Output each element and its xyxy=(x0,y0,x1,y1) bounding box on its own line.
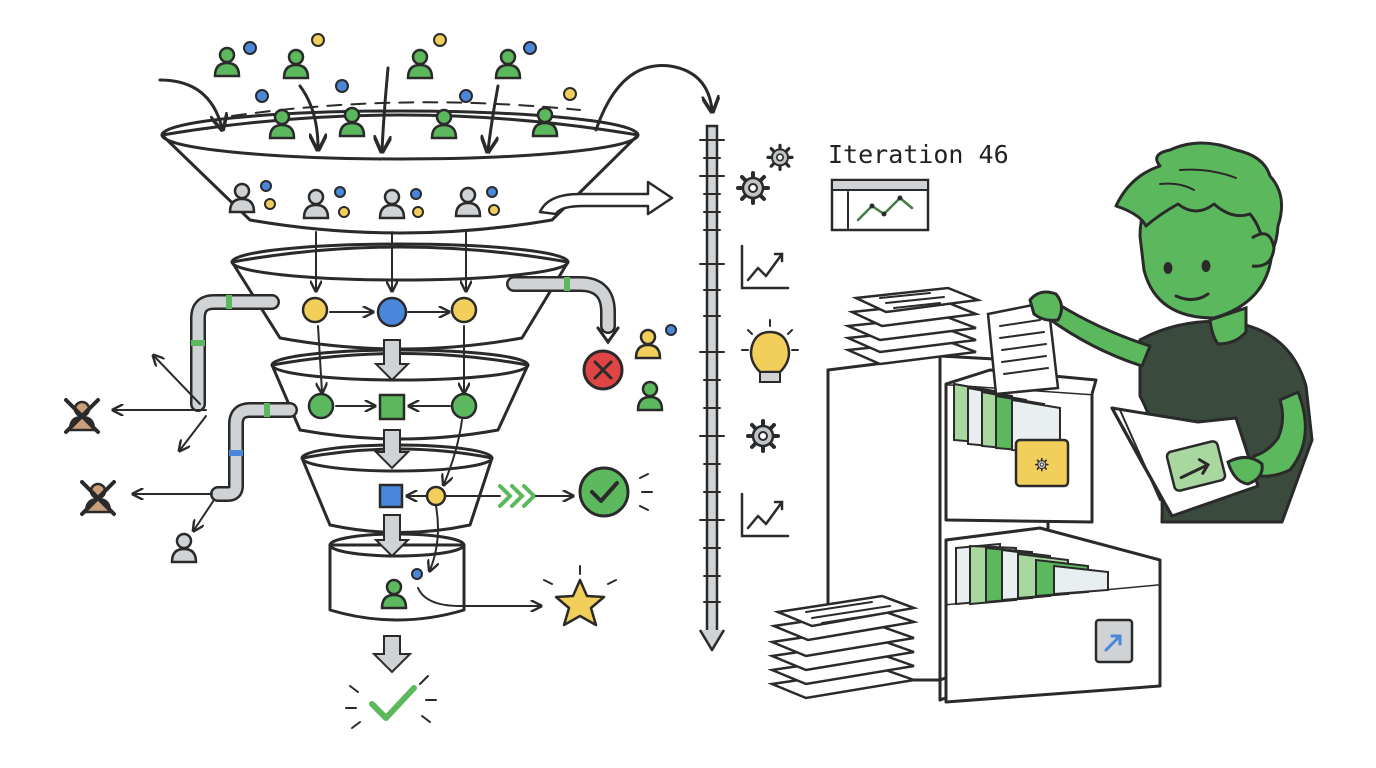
success-output xyxy=(445,466,653,518)
person-icon xyxy=(213,46,241,78)
exit-arrow xyxy=(538,64,712,216)
iteration-label: Iteration 46 xyxy=(828,140,1009,169)
iteration-timeline xyxy=(698,124,799,652)
incoming-people xyxy=(158,33,581,150)
lightbulb-icon xyxy=(741,319,799,383)
reject-pipe xyxy=(506,276,677,412)
gear-icon xyxy=(746,419,780,453)
paper-stack-bottom xyxy=(767,594,919,700)
person-character xyxy=(986,141,1314,524)
flow-nodes xyxy=(301,231,478,674)
gear-icon xyxy=(736,171,770,205)
person-icon xyxy=(170,532,198,564)
person-icon xyxy=(636,380,664,412)
gear-icon xyxy=(766,143,794,172)
person-icon xyxy=(282,48,310,80)
person-icon xyxy=(634,328,662,360)
line-chart-icon xyxy=(740,492,790,538)
person-icon xyxy=(494,48,522,80)
person-icon xyxy=(406,48,434,80)
rejected-person-icon xyxy=(80,480,116,516)
line-chart-icon xyxy=(740,244,790,290)
tier1-people xyxy=(228,180,500,220)
funnel-tier-2 xyxy=(230,245,570,351)
star-output xyxy=(417,565,617,627)
gear-icon xyxy=(1035,457,1049,472)
success-check-icon xyxy=(578,466,630,518)
left-reject-pipes xyxy=(64,294,298,564)
rejected-person-icon xyxy=(64,398,100,434)
paper-stack-top xyxy=(843,286,983,366)
checkmark-icon xyxy=(345,675,437,729)
iteration-panel: Iteration 46 xyxy=(828,140,1009,232)
star-icon xyxy=(554,578,606,627)
